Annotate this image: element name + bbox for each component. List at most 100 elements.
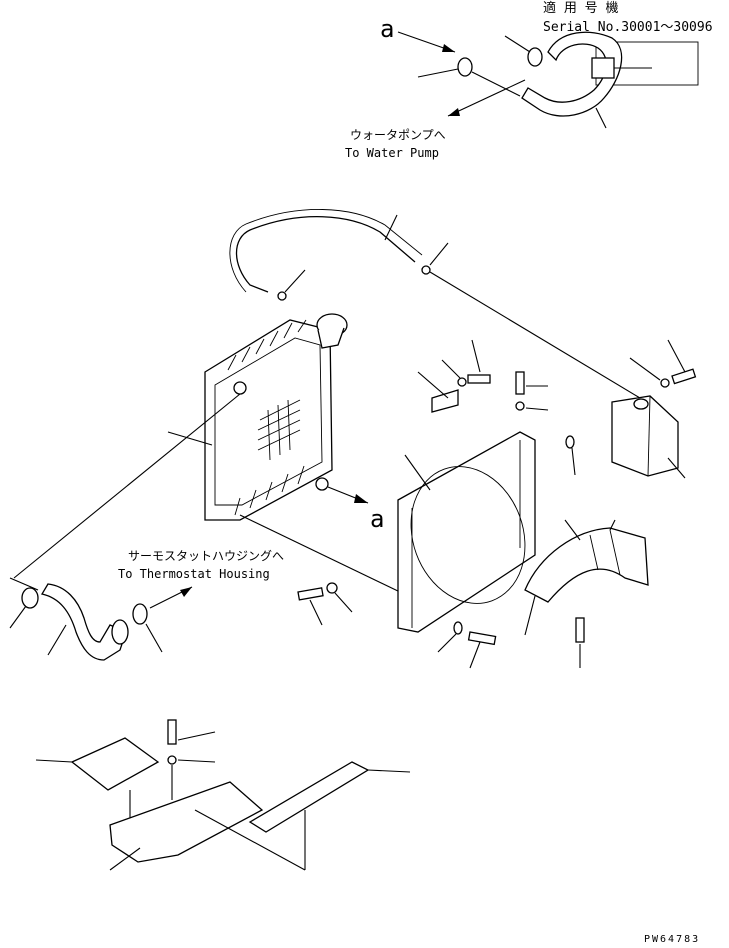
arrow-a-mid-head: [354, 494, 368, 503]
leader: [629, 357, 661, 381]
radiator-core: [214, 337, 323, 506]
washer: [167, 755, 177, 765]
under-cover-plate: [109, 781, 264, 863]
hose-clamp-4: [132, 603, 148, 625]
assembly-line: [471, 71, 521, 97]
leader: [367, 769, 411, 773]
water-pump-label-en: To Water Pump: [345, 146, 439, 160]
bolt: [167, 719, 177, 745]
leader: [404, 454, 431, 491]
water-hose-upper: [521, 31, 623, 117]
serial-range-label: Serial No.30001～30096: [543, 20, 713, 35]
radiator-fins-bottom: [234, 465, 305, 516]
leader: [309, 599, 323, 626]
overflow-tube-edge: [229, 209, 423, 293]
overflow-tube-group: [229, 209, 697, 479]
bolt: [671, 368, 697, 385]
hose-clamp-2: [527, 47, 543, 67]
washer: [565, 435, 575, 449]
overflow-tube: [236, 216, 416, 293]
thermostat-label-en: To Thermostat Housing: [118, 567, 270, 581]
arrow-a-top-head: [442, 44, 455, 52]
leader: [194, 809, 306, 871]
to-water-pump-arrowhead: [448, 108, 460, 116]
leader: [167, 431, 213, 446]
shroud-bracket: [431, 389, 459, 413]
thermostat-hose-group: サーモスタットハウジングへ To Thermostat Housing: [9, 549, 284, 661]
reference-a-mid: a: [370, 505, 384, 533]
leader: [524, 595, 536, 636]
radiator-fins-top: [227, 319, 307, 371]
leader: [525, 407, 549, 411]
leader: [284, 269, 306, 293]
drawing-number: PW64783: [644, 934, 700, 945]
reservoir-cap: [633, 398, 649, 410]
assembly-line: [9, 577, 39, 591]
bolt: [467, 631, 497, 646]
radiator-outlet: [315, 477, 329, 491]
leader: [667, 457, 686, 479]
assembly-line: [239, 514, 401, 593]
assembly-line: [13, 393, 241, 579]
leader: [109, 847, 141, 871]
bolt: [575, 617, 585, 643]
bolt: [467, 374, 491, 384]
leader: [334, 592, 353, 613]
washer: [660, 378, 670, 388]
assembly-line: [429, 271, 641, 399]
leader: [571, 447, 576, 476]
thermostat-label-jp: サーモスタットハウジングへ: [128, 549, 284, 563]
leader: [177, 731, 216, 741]
to-water-pump-line: [447, 79, 526, 117]
tube-clip-2: [421, 265, 431, 275]
radiator-inlet: [233, 381, 247, 395]
tube-clip-1: [277, 291, 287, 301]
leader: [417, 68, 459, 78]
leader: [417, 371, 449, 399]
leader: [9, 605, 27, 629]
hose-end: [111, 619, 129, 645]
leader: [504, 35, 531, 53]
leader: [47, 624, 67, 656]
leader: [471, 339, 481, 373]
cover-pad: [70, 737, 160, 791]
hose-clamp-3: [21, 587, 39, 609]
shroud-flanges: [411, 440, 521, 628]
leader: [35, 759, 73, 763]
bolt: [297, 587, 324, 601]
leader: [437, 633, 457, 653]
washer: [515, 401, 525, 411]
cover-plate-group: [35, 719, 411, 871]
leader: [609, 519, 616, 531]
leader: [177, 759, 216, 763]
fan-shroud-group: [297, 339, 649, 669]
washer: [326, 582, 338, 594]
to-thermostat-arrowhead: [180, 587, 192, 597]
leader: [595, 107, 607, 129]
radiator-group: a: [13, 313, 401, 593]
leader: [429, 242, 449, 266]
applicable-models-label: 適 用 号 機: [543, 0, 618, 16]
water-pump-label-jp: ウォータポンプへ: [350, 128, 446, 142]
radiator-mesh: [257, 399, 301, 461]
washer: [457, 377, 467, 387]
fan-shroud: [397, 431, 536, 633]
hose-clamp-1: [457, 57, 473, 77]
water-pump-hose-group: a 適 用 号 機 Serial No.30001～30096 ウォータポンプへ…: [345, 0, 713, 160]
leader: [667, 339, 686, 373]
thermostat-hose: [40, 583, 127, 661]
fan-guard: [524, 527, 649, 603]
leader: [564, 519, 581, 541]
hose-joint: [591, 57, 615, 79]
washer: [453, 621, 463, 635]
reference-a-top: a: [380, 15, 394, 43]
leader: [469, 641, 481, 669]
leader: [384, 214, 398, 241]
reservoir-edge: [647, 395, 651, 477]
leader: [145, 623, 163, 653]
radiator-filler-neck: [317, 327, 345, 349]
leader: [441, 359, 461, 379]
bolt: [515, 371, 525, 395]
fan-guard-ribs: [589, 529, 621, 576]
